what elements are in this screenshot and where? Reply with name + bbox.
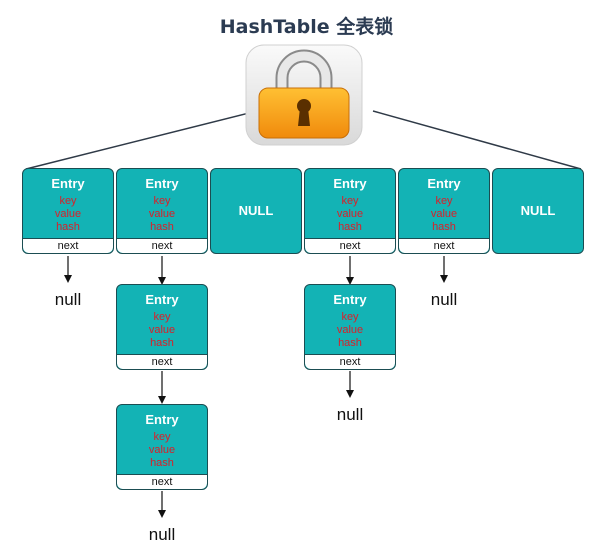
entry-hash: hash: [432, 221, 456, 233]
bucket-entry-5: Entry key value hash next: [398, 168, 490, 254]
entry-title: Entry: [333, 292, 367, 307]
bucket-entry-4: Entry key value hash next: [304, 168, 396, 254]
chain-entry-4a: Entry key value hash next: [304, 284, 396, 370]
null-pointer-label: null: [336, 405, 364, 424]
entry-title: Entry: [145, 176, 179, 191]
entry-key: key: [341, 195, 359, 207]
bucket-null-3: NULL: [210, 168, 302, 254]
entry-key: key: [153, 195, 171, 207]
lock-icon: [245, 44, 363, 146]
entry-title: Entry: [333, 176, 367, 191]
entry-value: value: [148, 208, 176, 220]
entry-next: next: [23, 238, 113, 253]
entry-hash: hash: [150, 337, 174, 349]
bucket-entry-1: Entry key value hash next: [22, 168, 114, 254]
diagram-title: HashTable 全表锁: [219, 16, 394, 38]
entry-next: next: [399, 238, 489, 253]
entry-next: next: [117, 474, 207, 489]
entry-value: value: [148, 444, 176, 456]
chain-entry-2a: Entry key value hash next: [116, 284, 208, 370]
entry-value: value: [430, 208, 458, 220]
bucket-entry-2: Entry key value hash next: [116, 168, 208, 254]
entry-title: Entry: [51, 176, 85, 191]
chain-entry-2b: Entry key value hash next: [116, 404, 208, 490]
entry-next: next: [117, 354, 207, 369]
null-pointer-label: null: [430, 290, 458, 309]
entry-title: Entry: [427, 176, 461, 191]
lock-right-connector: [372, 110, 582, 170]
entry-hash: hash: [338, 337, 362, 349]
entry-value: value: [54, 208, 82, 220]
entry-next: next: [117, 238, 207, 253]
bucket-null-6: NULL: [492, 168, 584, 254]
entry-key: key: [153, 311, 171, 323]
entry-hash: hash: [338, 221, 362, 233]
entry-next: next: [305, 238, 395, 253]
null-pointer-label: null: [148, 525, 176, 544]
entry-value: value: [336, 208, 364, 220]
entry-key: key: [341, 311, 359, 323]
null-bucket-label: NULL: [238, 203, 274, 218]
entry-value: value: [336, 324, 364, 336]
null-pointer-label: null: [54, 290, 82, 309]
null-bucket-label: NULL: [520, 203, 556, 218]
entry-key: key: [153, 431, 171, 443]
entry-hash: hash: [150, 457, 174, 469]
entry-hash: hash: [150, 221, 174, 233]
entry-next: next: [305, 354, 395, 369]
entry-key: key: [435, 195, 453, 207]
entry-key: key: [59, 195, 77, 207]
entry-value: value: [148, 324, 176, 336]
entry-title: Entry: [145, 412, 179, 427]
entry-title: Entry: [145, 292, 179, 307]
entry-hash: hash: [56, 221, 80, 233]
lock-left-connector: [25, 110, 258, 170]
